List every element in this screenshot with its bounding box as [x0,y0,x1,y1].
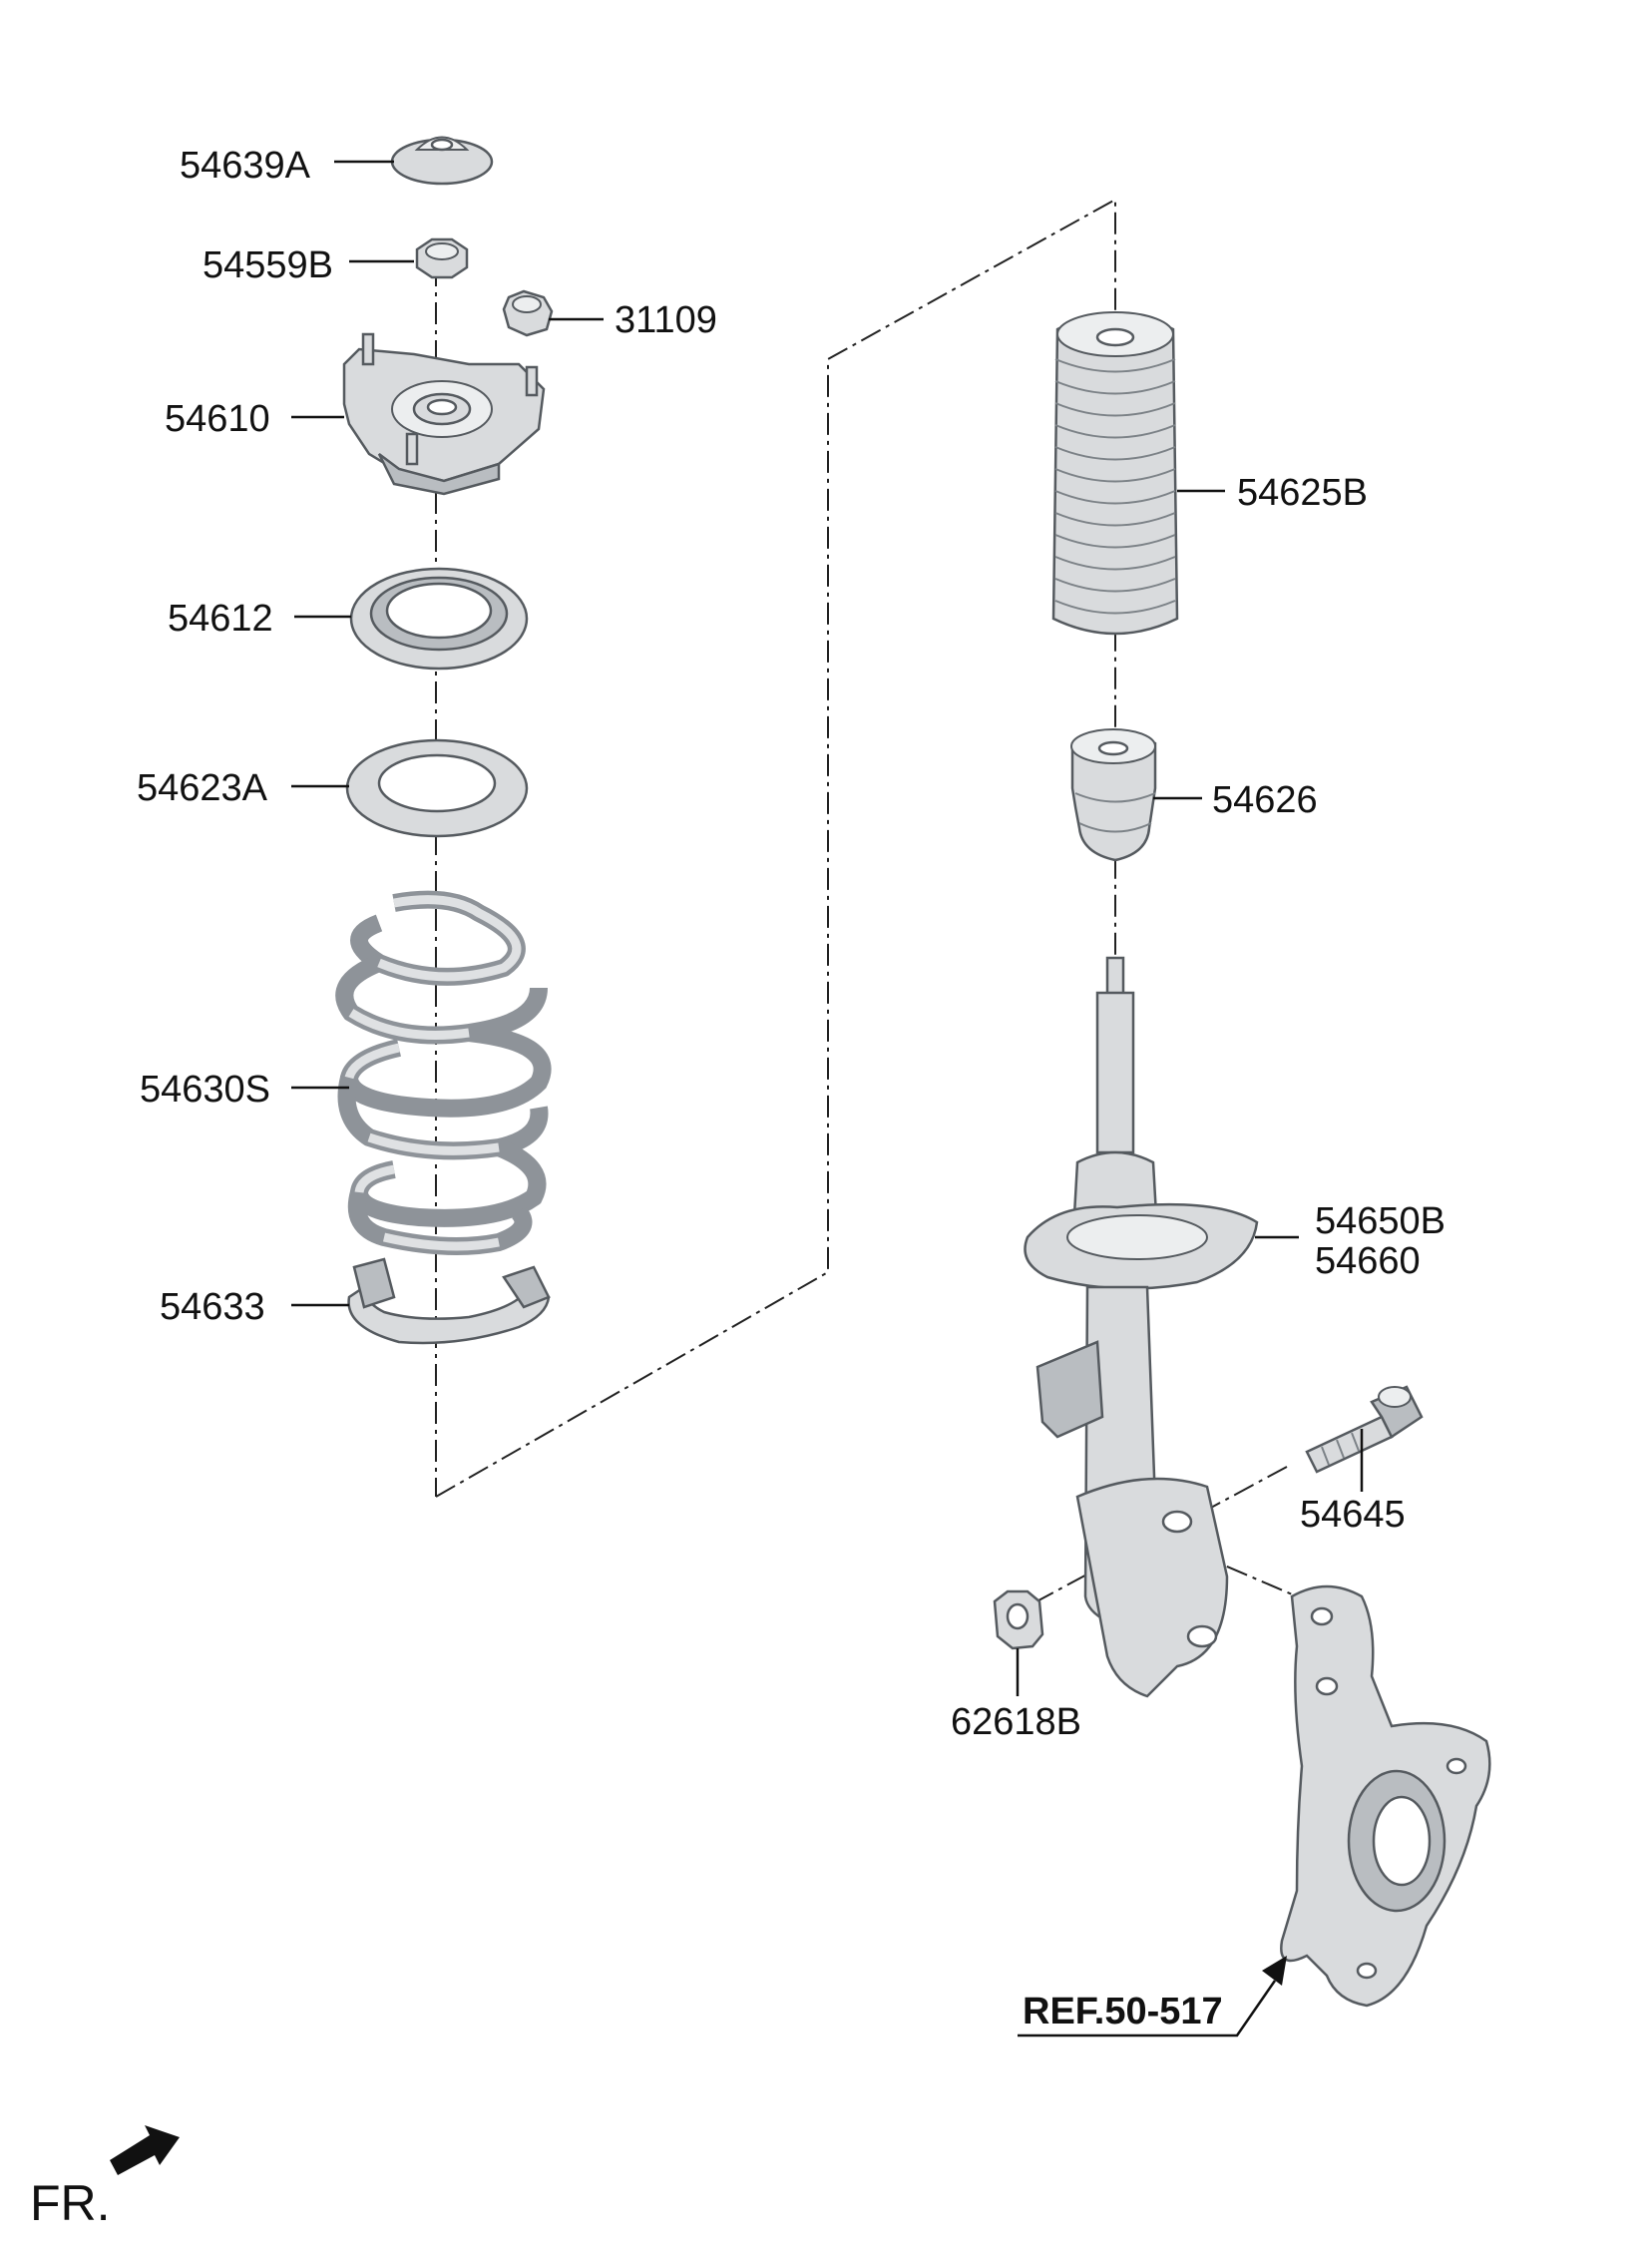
label-54633: 54633 [160,1286,265,1328]
front-indicator-label: FR. [30,2175,111,2231]
part-54623A-spring-pad [345,738,529,838]
front-arrow-icon [110,2125,180,2175]
label-54650B: 54650B [1315,1200,1446,1242]
part-54645-bolt [1305,1385,1424,1474]
part-54650B-strut-body [1024,956,1259,1698]
label-62618B: 62618B [951,1701,1081,1743]
label-54645: 54645 [1300,1494,1406,1536]
label-54639A: 54639A [180,145,311,187]
part-31109-nut [502,289,554,337]
label-31109: 31109 [615,299,717,341]
label-54660: 54660 [1315,1240,1421,1282]
steering-knuckle [1280,1584,1491,2008]
part-54625B-dust-boot [1051,311,1179,636]
front-indicator: FR. [30,2125,180,2231]
part-62618B-nut [993,1589,1044,1650]
reference-label: REF.50-517 [1023,1991,1223,2032]
part-54612-bearing [349,567,529,671]
leader-lines [291,160,1364,2037]
part-54633-spring-seat [347,1257,551,1345]
part-54630S-coil-spring [335,890,552,1255]
label-54623A: 54623A [137,767,268,809]
label-54612: 54612 [168,598,273,640]
label-54626: 54626 [1212,779,1318,821]
part-54626-bump-stop [1070,728,1157,862]
label-54559B: 54559B [203,244,333,286]
part-54559B-nut [415,237,469,279]
label-54630S: 54630S [140,1069,270,1111]
label-54625B: 54625B [1237,472,1368,514]
part-54610-strut-mount [342,332,546,496]
part-54639A-washer [390,136,494,186]
label-54610: 54610 [165,398,270,440]
